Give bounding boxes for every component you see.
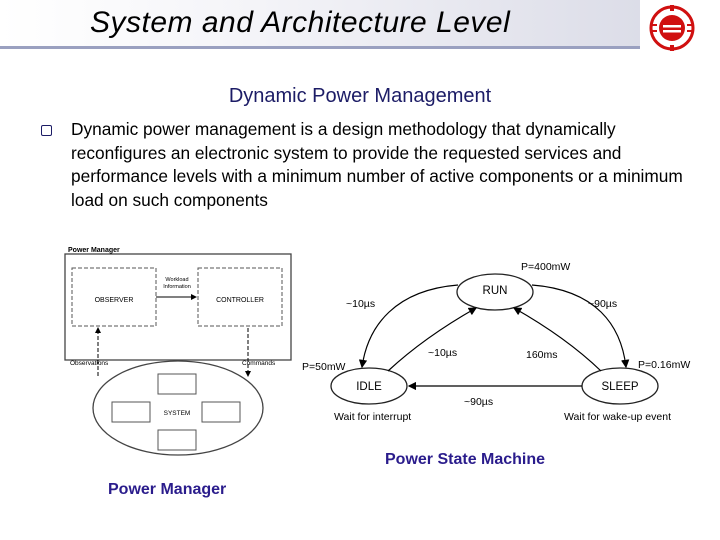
- label-run-to-sleep: ~90µs: [588, 298, 617, 310]
- system-label: SYSTEM: [164, 410, 191, 417]
- observer-label: OBSERVER: [95, 297, 134, 304]
- transition-idle-to-run: [387, 307, 478, 372]
- observations-label: Observations: [70, 360, 109, 367]
- label-sleep-to-run: 160ms: [526, 349, 558, 361]
- controller-label: CONTROLLER: [216, 297, 264, 304]
- workload-label-2: Information: [163, 284, 191, 290]
- state-idle-label: IDLE: [356, 381, 382, 393]
- state-run-label: RUN: [483, 285, 508, 297]
- section-subtitle: Dynamic Power Management: [228, 85, 492, 107]
- commands-label: Commands: [242, 360, 276, 367]
- power-idle-label: P=50mW: [302, 361, 346, 373]
- state-sleep-label: SLEEP: [601, 381, 638, 393]
- system-component-top: [157, 373, 197, 395]
- transition-sleep-to-run: [512, 307, 602, 372]
- slide-title: System and Architecture Level: [90, 6, 511, 39]
- system-component-right: [201, 401, 241, 423]
- title-bar: [0, 0, 640, 46]
- title-underline: [0, 46, 640, 49]
- state-idle: [330, 367, 408, 405]
- sleep-condition: Wait for wake-up event: [564, 411, 671, 423]
- label-sleep-to-idle: ~90µs: [464, 396, 493, 408]
- state-machine-caption: Power State Machine: [385, 451, 546, 468]
- system-component-left: [111, 401, 151, 423]
- power-state-machine: RUN IDLE SLEEP P=400mW P=50mW P=0.16mW ~…: [302, 261, 690, 423]
- power-manager-frame-label: Power Manager: [68, 247, 120, 254]
- state-run: [456, 273, 534, 311]
- power-run-label: P=400mW: [521, 261, 570, 273]
- power-manager-diagram: Power Manager OBSERVER CONTROLLER Worklo…: [64, 247, 292, 456]
- system-component-bottom: [157, 429, 197, 451]
- label-idle-to-run: ~10µs: [428, 347, 457, 359]
- university-logo: [649, 5, 695, 51]
- system-ellipse: [92, 360, 264, 456]
- controller-box: [197, 267, 283, 327]
- label-run-to-idle: ~10µs: [346, 298, 375, 310]
- idle-condition: Wait for interrupt: [334, 411, 411, 423]
- bullet-text: Dynamic power management is a design met…: [71, 119, 683, 210]
- bullet-marker: [41, 125, 52, 136]
- transition-run-to-idle: [358, 284, 459, 369]
- power-sleep-label: P=0.16mW: [638, 359, 690, 371]
- power-manager-caption: Power Manager: [108, 481, 227, 498]
- transition-run-to-sleep: [531, 284, 630, 369]
- observer-box: [71, 267, 157, 327]
- workload-label-1: Workload: [165, 277, 188, 283]
